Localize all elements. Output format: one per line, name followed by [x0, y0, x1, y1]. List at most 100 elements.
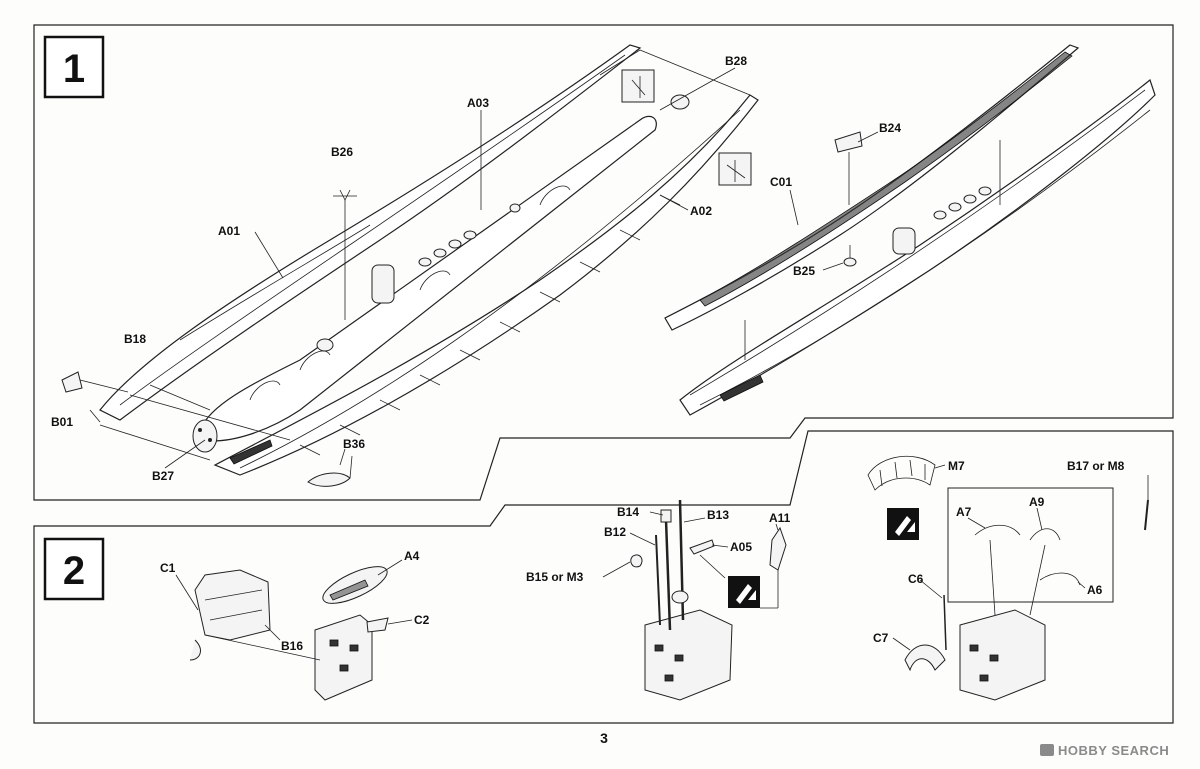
- label-c2: C2: [414, 613, 430, 627]
- right-hull-assembly: [664, 44, 1156, 416]
- part-a9: [1029, 528, 1061, 541]
- step1-guide-lines: [99, 49, 751, 461]
- part-b12-mast: [655, 534, 661, 626]
- label-b13: B13: [707, 508, 729, 522]
- a03-ring-3: [419, 270, 451, 291]
- a03-hole-1: [198, 428, 202, 432]
- a03-hole-2: [208, 438, 212, 442]
- part-b16: [189, 639, 201, 661]
- completed-hull-line-2: [699, 109, 1151, 406]
- label-c6: C6: [908, 572, 924, 586]
- label-b15-or-m3: B15 or M3: [526, 570, 584, 584]
- part-a11: [769, 526, 787, 571]
- hull-part-a02: [213, 94, 759, 476]
- part-b18: [61, 371, 129, 393]
- part-c2-flap: [366, 617, 389, 633]
- label-a7: A7: [956, 505, 972, 519]
- completed-hull-portholes: [933, 186, 992, 220]
- c1-detail: [204, 589, 263, 621]
- part-b36: [307, 455, 353, 487]
- detail-inset-1: [621, 69, 655, 103]
- watermark-logo-icon: [1040, 744, 1054, 756]
- part-a6: [1039, 572, 1081, 586]
- label-b12: B12: [604, 525, 626, 539]
- step1-right-leaders: [744, 131, 1001, 360]
- part-b26: [333, 189, 357, 320]
- step1-frame: [33, 24, 1174, 501]
- label-b01: B01: [51, 415, 73, 429]
- m7-rails: [879, 459, 926, 487]
- completed-hull: [679, 78, 1156, 416]
- tower-body-3: [959, 609, 1046, 701]
- label-a05: A05: [730, 540, 752, 554]
- tower-2-hatches: [654, 644, 684, 682]
- part-b15-or-m3: [630, 554, 643, 568]
- label-b36: B36: [343, 437, 365, 451]
- c01-deck-planking: [699, 51, 1073, 307]
- label-a9: A9: [1029, 495, 1045, 509]
- part-c6: [943, 594, 947, 651]
- part-c2-tower: [314, 614, 373, 701]
- part-b28: [670, 94, 690, 110]
- step2-sub2-leaders: [602, 511, 779, 609]
- label-b27: B27: [152, 469, 174, 483]
- part-a05: [689, 539, 715, 555]
- label-b17-or-m8: B17 or M8: [1067, 459, 1125, 473]
- step2-frame: [33, 430, 1174, 724]
- a03-ring-2: [299, 350, 331, 371]
- watermark-text: HOBBY SEARCH: [1058, 743, 1169, 758]
- label-a02: A02: [690, 204, 712, 218]
- step2-number: 2: [63, 549, 85, 593]
- label-c01: C01: [770, 175, 792, 189]
- a01-edge-line: [119, 54, 626, 406]
- a02-keel-line: [239, 109, 741, 469]
- reverse-view-icon-1: [728, 576, 760, 608]
- tower-body-2: [644, 609, 733, 701]
- inset-1-detail: [631, 76, 646, 98]
- step1-left-leaders: [89, 67, 736, 469]
- tower-subassembly-2: [602, 499, 787, 701]
- left-hull-assembly: [61, 44, 759, 487]
- c2-hatches: [329, 639, 359, 672]
- step2-sub1-leaders: [175, 559, 413, 661]
- completed-hull-bow-vents: [719, 374, 764, 402]
- part-c1: [194, 569, 271, 641]
- label-b14: B14: [617, 505, 639, 519]
- label-b18: B18: [124, 332, 146, 346]
- label-a01: A01: [218, 224, 240, 238]
- part-m7: [867, 455, 936, 491]
- part-b17-or-m8: [1144, 499, 1149, 531]
- step1-number: 1: [63, 47, 85, 91]
- label-c1: C1: [160, 561, 176, 575]
- page-number: 3: [600, 730, 608, 746]
- reverse-view-icon-2: [887, 508, 919, 540]
- watermark: HOBBY SEARCH: [1040, 743, 1169, 758]
- label-b16: B16: [281, 639, 303, 653]
- a03-ring-1: [249, 380, 281, 401]
- a03-round-port: [316, 338, 334, 352]
- tower-subassembly-1: [175, 559, 413, 701]
- completed-hull-line-1: [689, 89, 1146, 396]
- label-b28: B28: [725, 54, 747, 68]
- part-b24: [834, 131, 863, 205]
- a02-bow-vents: [229, 439, 273, 465]
- a03-end-cap: [192, 419, 218, 453]
- label-m7: M7: [948, 459, 965, 473]
- periscope-housing: [671, 590, 689, 604]
- inset-2-detail: [726, 160, 746, 182]
- a4-grating: [329, 579, 369, 601]
- label-a11: A11: [769, 511, 791, 525]
- a03-portholes: [418, 203, 521, 267]
- part-a7: [974, 524, 1021, 536]
- label-b24: B24: [879, 121, 901, 135]
- rail-detail-box: [947, 487, 1114, 603]
- completed-hull-tower: [892, 227, 916, 255]
- a01-inner-line: [179, 224, 371, 341]
- step1-number-box: [43, 35, 105, 99]
- label-a4: A4: [404, 549, 420, 563]
- hull-part-a03: [199, 115, 657, 442]
- a03-hatch-tower: [371, 264, 395, 304]
- a03-ring-4: [539, 185, 571, 206]
